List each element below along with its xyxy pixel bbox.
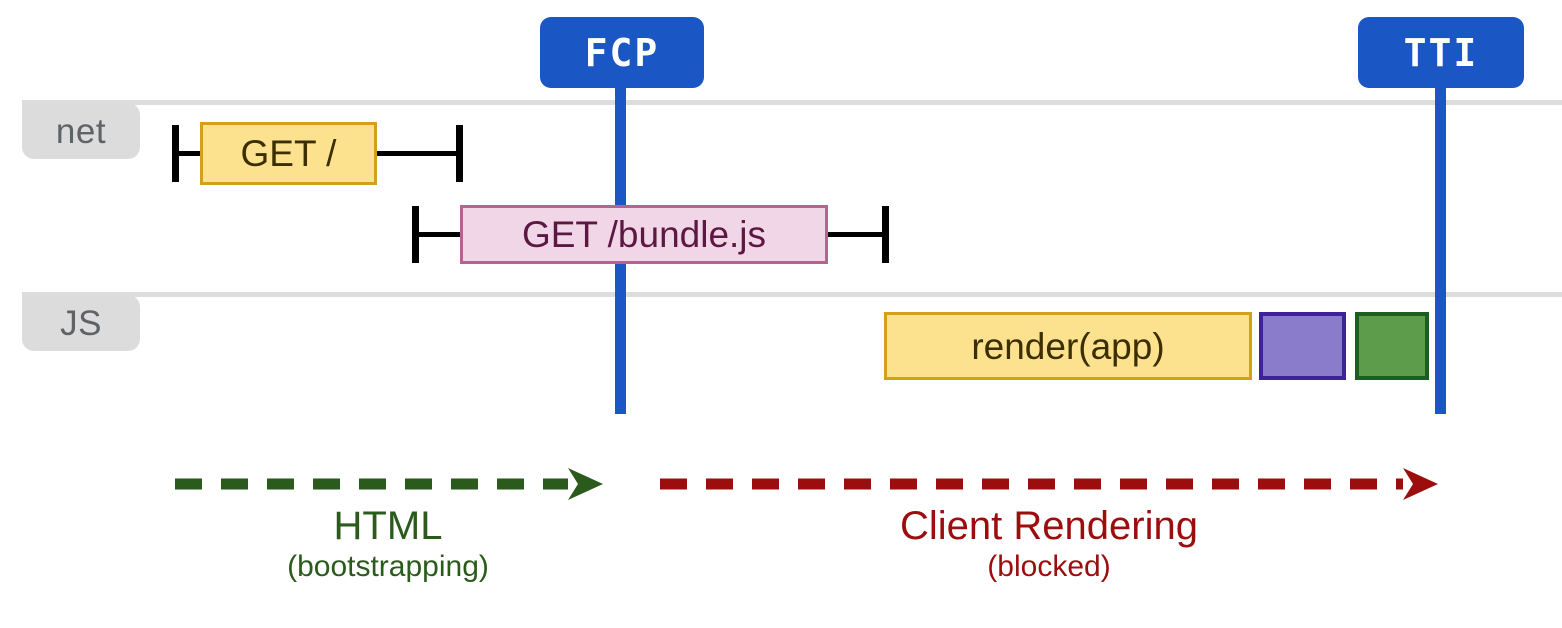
task-bar-js-block-green xyxy=(1355,312,1429,380)
task-bar-render-app[interactable]: render(app) xyxy=(884,312,1252,380)
get-bundle-whisker-end-cap xyxy=(882,206,889,263)
phase-arrow-client-rendering-icon xyxy=(660,468,1438,500)
lane-rule-net xyxy=(22,100,1562,105)
fcp-badge[interactable]: FCP xyxy=(540,17,704,88)
get-bundle-whisker-start-cap xyxy=(412,206,419,263)
task-bar-get-root[interactable]: GET / xyxy=(200,122,377,185)
tti-marker-line xyxy=(1435,77,1446,414)
tti-badge[interactable]: TTI xyxy=(1358,17,1524,88)
task-bar-get-root-label: GET / xyxy=(240,133,337,174)
get-bundle-whisker-right xyxy=(826,232,884,237)
phase-caption-html-title: HTML xyxy=(333,504,443,548)
lane-rule-js xyxy=(22,292,1562,297)
phase-caption-client-rendering: Client Rendering (blocked) xyxy=(655,505,1443,583)
get-root-whisker-left xyxy=(176,151,204,156)
get-bundle-whisker-left xyxy=(416,232,462,237)
phase-caption-html-subtitle: (bootstrapping) xyxy=(287,550,489,584)
phase-caption-html: HTML (bootstrapping) xyxy=(170,505,606,583)
task-bar-get-bundle-label: GET /bundle.js xyxy=(521,214,767,255)
lane-label-js-text: JS xyxy=(60,303,102,343)
get-root-whisker-end-cap xyxy=(456,125,463,182)
get-root-whisker-start-cap xyxy=(172,125,179,182)
fcp-badge-label: FCP xyxy=(584,30,660,75)
task-bar-get-bundle[interactable]: GET /bundle.js xyxy=(460,205,828,264)
task-bar-render-app-label: render(app) xyxy=(971,325,1165,367)
tti-badge-label: TTI xyxy=(1403,30,1479,75)
lane-label-net: net xyxy=(22,103,140,159)
lane-label-js: JS xyxy=(22,295,140,351)
lane-label-net-text: net xyxy=(55,111,107,151)
task-bar-js-block-purple[interactable] xyxy=(1259,312,1346,380)
phase-arrow-html-icon xyxy=(175,468,603,500)
phase-caption-client-rendering-title: Client Rendering xyxy=(900,504,1198,548)
get-root-whisker-right xyxy=(374,151,460,156)
phase-caption-client-rendering-subtitle: (blocked) xyxy=(987,550,1111,584)
